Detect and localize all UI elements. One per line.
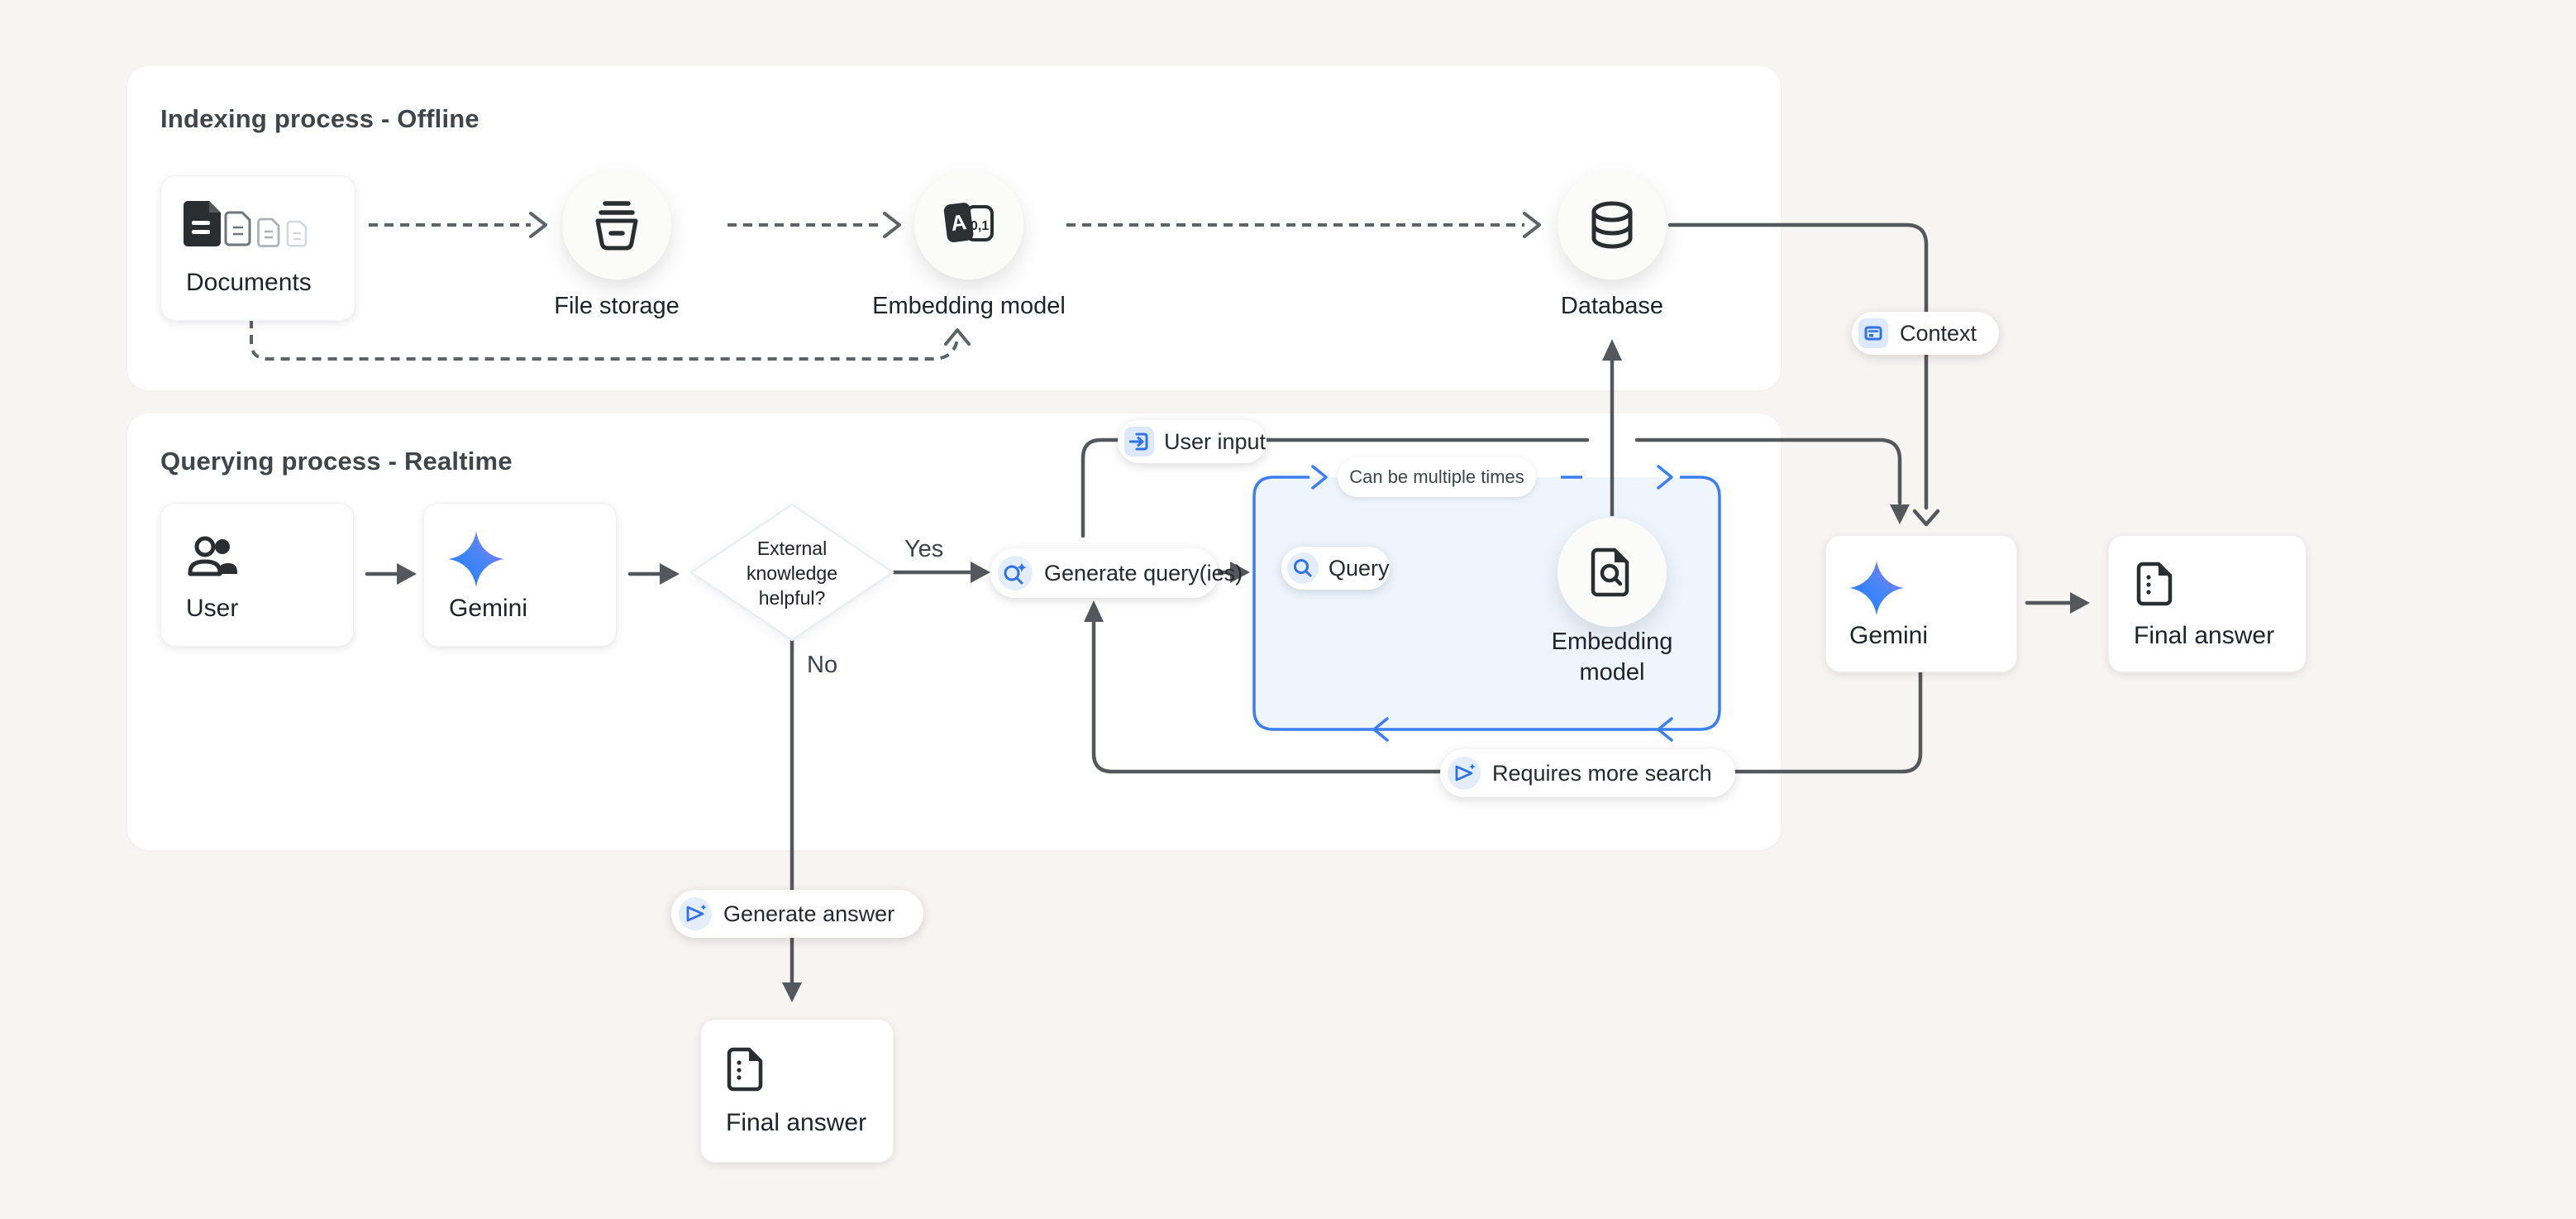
documents-label: Documents bbox=[186, 269, 312, 296]
can-be-multiple-times-label: Can be multiple times bbox=[1338, 457, 1536, 497]
gemini-label: Gemini bbox=[449, 595, 528, 622]
svg-text:A: A bbox=[949, 209, 968, 236]
query-search-icon bbox=[1287, 552, 1319, 584]
documents-icon bbox=[184, 201, 308, 247]
user-input-edge-label: User input bbox=[1118, 420, 1267, 463]
generate-answer-send-icon bbox=[679, 897, 712, 930]
final-answer-bottom-node: Final answer bbox=[700, 1019, 894, 1163]
documents-node: Documents bbox=[160, 175, 355, 321]
context-text: Context bbox=[1900, 320, 1977, 346]
context-edge-label: Context bbox=[1852, 312, 1999, 355]
send-spark-icon bbox=[1448, 757, 1481, 790]
requires-more-search-edge-label: Requires more search bbox=[1440, 749, 1735, 797]
final-answer-bottom-doc-icon bbox=[727, 1047, 763, 1092]
database-label: Database bbox=[1560, 293, 1664, 319]
generate-answer-text: Generate answer bbox=[723, 901, 895, 926]
no-label: No bbox=[807, 652, 838, 678]
gemini-final-star-icon bbox=[1849, 561, 1904, 615]
embedding-model-label: Embedding model bbox=[872, 293, 1066, 319]
user-label: User bbox=[186, 595, 239, 622]
indexing-panel-title: Indexing process - Offline bbox=[160, 104, 479, 133]
final-answer-doc-icon bbox=[2136, 562, 2173, 606]
generate-queries-text: Generate query(ies) bbox=[1044, 560, 1243, 586]
file-storage-label: File storage bbox=[554, 293, 680, 319]
decision-diamond bbox=[689, 503, 894, 642]
query-node: Query bbox=[1281, 547, 1390, 590]
embedding-model-translate-icon: 0,1 A bbox=[943, 203, 994, 242]
final-answer-right-label: Final answer bbox=[2134, 622, 2275, 649]
embedding-model-query-label: Embedding model bbox=[1551, 629, 1673, 686]
context-icon bbox=[1858, 318, 1888, 348]
document-search-icon bbox=[1591, 547, 1629, 597]
gemini-node: Gemini bbox=[423, 503, 617, 647]
search-spark-icon bbox=[998, 556, 1033, 590]
file-storage-node bbox=[562, 170, 671, 280]
svg-text:0,1: 0,1 bbox=[971, 219, 989, 233]
querying-panel-title: Querying process - Realtime bbox=[160, 447, 513, 476]
decision-text: External knowledge helpful? bbox=[747, 538, 837, 609]
user-node: User bbox=[160, 503, 354, 647]
generate-answer-edge-label: Generate answer bbox=[671, 890, 923, 938]
file-storage-bucket-icon bbox=[595, 201, 638, 251]
gemini-star-icon bbox=[448, 531, 504, 587]
user-input-text: User input bbox=[1164, 428, 1267, 454]
user-input-icon bbox=[1124, 427, 1154, 457]
query-text: Query bbox=[1329, 555, 1390, 581]
user-people-icon bbox=[188, 536, 237, 576]
database-icon bbox=[1591, 201, 1633, 249]
final-answer-right-node: Final answer bbox=[2108, 535, 2306, 672]
final-answer-bottom-label: Final answer bbox=[726, 1109, 867, 1136]
generate-queries-node: Generate query(ies) bbox=[990, 548, 1243, 598]
requires-more-search-text: Requires more search bbox=[1492, 760, 1712, 786]
gemini-final-node: Gemini bbox=[1825, 535, 2017, 672]
gemini-final-label: Gemini bbox=[1849, 622, 1929, 649]
database-node bbox=[1558, 170, 1667, 280]
yes-label: Yes bbox=[904, 536, 944, 562]
embedding-model-query-node bbox=[1558, 518, 1667, 627]
embedding-model-node: 0,1 A bbox=[914, 170, 1023, 280]
